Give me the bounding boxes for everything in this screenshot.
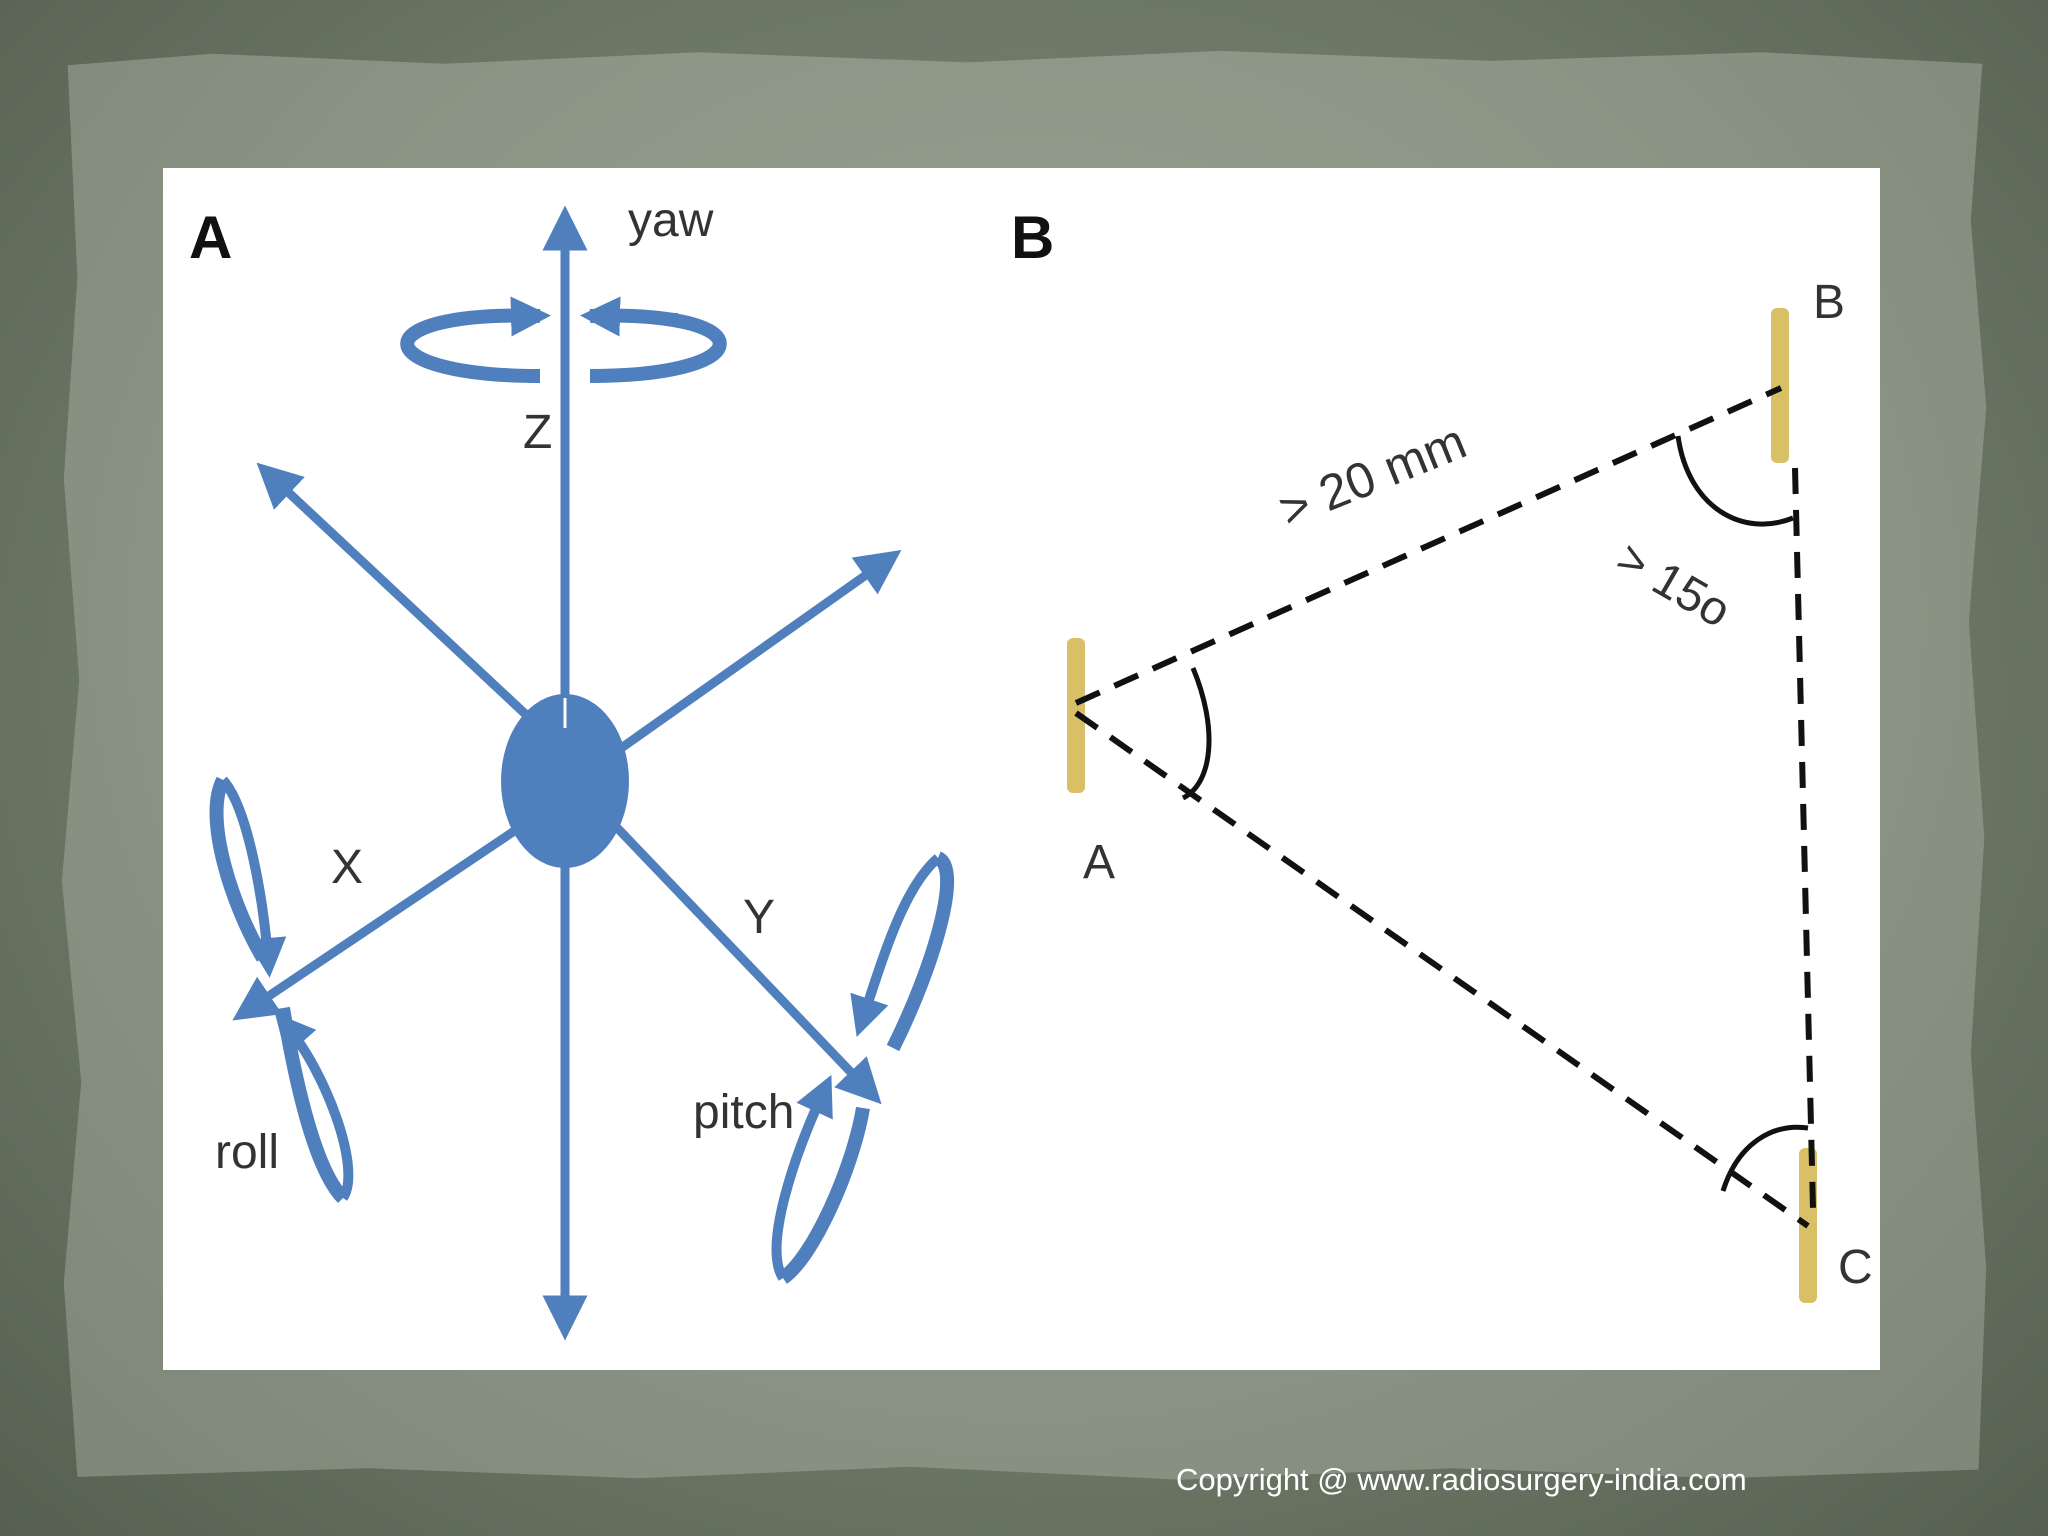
angle-label: > 15o [1608,532,1740,639]
distance-label: > 20 mm [1271,413,1474,538]
angle-arc-c [1720,1124,1809,1192]
panel-b-label: B [1011,204,1054,271]
marker-b [1771,308,1789,463]
pitch-arrow-upper [850,854,942,1037]
segment-b-c [1792,467,1816,1209]
pitch-rotation-loop [771,851,955,1284]
z-axis-label: Z [523,406,552,459]
y-axis-arrow [598,808,882,1105]
back-right-axis-arrow [588,550,902,773]
angle-arc-a [1181,667,1212,801]
yaw-arrow-right [580,296,679,337]
pitch-label: pitch [693,1086,794,1139]
yaw-rotation-ring [400,296,727,383]
marker-c-label: C [1838,1241,1873,1294]
pitch-loop-lower [778,1106,870,1284]
angle-arc-b [1675,435,1794,527]
figure-panel: A yaw Z X Y roll [163,168,1880,1370]
copyright-notice: Copyright @ www.radiosurgery-india.com [1176,1462,1747,1497]
segment-a-b [1074,385,1783,706]
panel-a-label: A [189,204,232,271]
yaw-ring-right-half [589,308,727,383]
x-axis-arrow [232,808,546,1021]
segment-a-c [1074,710,1810,1229]
x-axis-label: X [331,841,363,894]
y-axis-label: Y [743,891,775,944]
origin-sphere [501,694,629,868]
triangle-dashed-lines [1074,385,1816,1229]
roll-arrow-upper [219,776,287,978]
roll-label: roll [215,1126,279,1179]
roll-rotation-loop [209,776,354,1203]
yaw-arrow-left [452,296,551,337]
roll-arrow-lower [274,1012,354,1201]
angle-arcs [1181,435,1809,1192]
pitch-arrow-lower [771,1074,833,1281]
diagram-svg: A yaw Z X Y roll [189,194,1873,1341]
pitch-loop-upper [886,851,955,1052]
yaw-ring-left-half [400,308,541,383]
yaw-label: yaw [628,194,714,247]
marker-b-label: B [1813,276,1845,329]
marker-a-label: A [1083,836,1115,889]
